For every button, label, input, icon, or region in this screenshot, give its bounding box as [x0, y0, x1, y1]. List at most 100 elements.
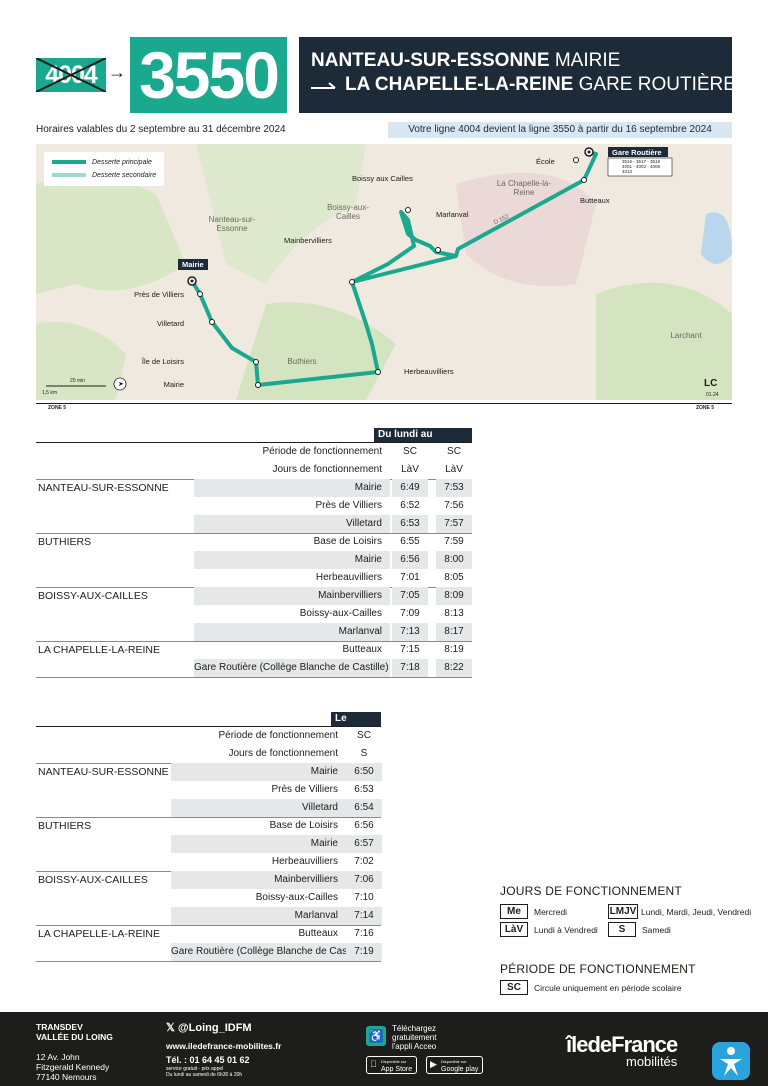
footer: TRANSDEV VALLÉE DU LOING 12 Av. John Fit… — [0, 1012, 768, 1086]
place-buthiers: Buthiers — [287, 357, 316, 366]
group-rule — [36, 925, 381, 926]
destination: LA CHAPELLE-LA-REINE GARE ROUTIÈRE — [311, 73, 736, 97]
bottom-rule — [36, 677, 472, 678]
departure-time: 6:52 — [400, 500, 420, 511]
stop-name: Base de Loisirs — [313, 536, 382, 547]
legend-me: Me Mercredi — [500, 904, 568, 920]
map-canvas: Desserte principale Desserte secondaire … — [36, 144, 732, 400]
departure-time: 7:15 — [400, 644, 420, 655]
code-sc: SC — [500, 980, 528, 996]
line-change-notice: Votre ligne 4004 devient la ligne 3550 à… — [388, 122, 732, 138]
stop-name: Gare Routière (Collège Blanche de Castil… — [194, 659, 390, 677]
brand-name: îledeFrance — [566, 1032, 678, 1057]
appstore-small: Disponible sur — [381, 1059, 407, 1064]
website-link[interactable]: www.iledefrance-mobilites.fr — [166, 1041, 282, 1051]
phone[interactable]: Tél. : 01 64 45 01 62 — [166, 1055, 250, 1065]
legend-secondary-label: Desserte secondaire — [92, 172, 156, 179]
stop-name: Butteaux — [342, 644, 382, 655]
destination-stop: GARE ROUTIÈRE — [578, 74, 736, 95]
route-title: NANTEAU-SUR-ESSONNE MAIRIE LA CHAPELLE-L… — [299, 37, 736, 113]
place-boissy-2: Cailles — [336, 212, 360, 221]
departure-time: 7:13 — [392, 623, 428, 641]
zone-left: ZONE 5 — [48, 405, 67, 411]
label-lav: Lundi à Vendredi — [534, 924, 598, 935]
gplay-label: Google play — [441, 1066, 479, 1073]
stop-label-gare-routiere: Gare Routière — [612, 148, 662, 157]
departure-time: 7:10 — [354, 892, 374, 903]
town-name: LA CHAPELLE-LA-REINE — [38, 928, 160, 940]
departure-time: 7:06 — [346, 871, 382, 889]
departure-time: 8:05 — [444, 572, 464, 583]
operator-name-1: TRANSDEV — [36, 1022, 83, 1032]
departure-time: 7:19 — [346, 943, 382, 961]
stop-name: Base de Loisirs — [269, 820, 338, 831]
code-s: S — [608, 922, 636, 938]
code-me: Me — [500, 904, 528, 920]
departure-time: 7:57 — [436, 515, 472, 533]
departure-time: 7:53 — [436, 479, 472, 497]
appstore-label: App Store — [381, 1066, 413, 1073]
app-store-badge[interactable]:  Disponible sur App Store — [366, 1056, 418, 1074]
period-legend-title: PÉRIODE DE FONCTIONNEMENT — [500, 962, 696, 976]
departure-time: 7:01 — [400, 572, 420, 583]
departure-time: 7:09 — [400, 608, 420, 619]
days-header-row-label: Jours de fonctionnement — [272, 464, 382, 475]
departure-time: 8:00 — [436, 551, 472, 569]
stop-label-ile-loisirs: Île de Loisirs — [141, 357, 184, 366]
connections-2: 4001 - 4003 - 4008 — [622, 164, 661, 169]
stop-name: Villetard — [194, 515, 390, 533]
crossed-out-icon — [36, 58, 106, 92]
operator-block: TRANSDEV VALLÉE DU LOING 12 Av. John Fit… — [36, 1022, 113, 1082]
stop-name: Gare Routière (Collège Blanche de Castil… — [171, 943, 366, 961]
days-legend-title: JOURS DE FONCTIONNEMENT — [500, 884, 682, 898]
departure-time: 7:18 — [392, 659, 428, 677]
direction-arrow-icon — [311, 82, 336, 89]
phone-note-1: service gratuit - prix appel — [166, 1066, 224, 1072]
operator-name-2: VALLÉE DU LOING — [36, 1032, 113, 1042]
town-name: BOISSY-AUX-CAILLES — [38, 874, 148, 886]
departure-time: 6:53 — [354, 784, 374, 795]
label-sc: Circule uniquement en période scolaire — [534, 982, 682, 993]
address-3: 77140 Nemours — [36, 1072, 97, 1082]
table-row: Gare Routière (Collège Blanche de Castil… — [36, 659, 472, 677]
x-handle[interactable]: 𝕏 @Loing_IDFM — [166, 1022, 252, 1034]
group-rule — [36, 641, 472, 642]
destination-town: LA CHAPELLE-LA-REINE — [345, 74, 574, 95]
weekday-timetable: Du lundi au vendredi Période de fonction… — [36, 428, 472, 684]
town-name: BUTHIERS — [38, 536, 92, 548]
place-boissy-1: Boissy-aux- — [327, 203, 369, 212]
days-header-row-value: LàV — [401, 464, 419, 475]
stop-label-mairie-nanteau: Mairie — [182, 260, 204, 269]
stop-label-butteaux: Butteaux — [580, 196, 610, 205]
stop-name: Mairie — [194, 479, 390, 497]
stop-name: Marlanval — [194, 623, 390, 641]
place-nanteau-2: Essonne — [216, 224, 248, 233]
stop-name: Boissy-aux-Cailles — [299, 608, 382, 619]
stop-name: Mainbervilliers — [194, 587, 390, 605]
town-name: BOISSY-AUX-CAILLES — [38, 590, 148, 602]
label-me: Mercredi — [534, 906, 568, 917]
google-play-badge[interactable]: ▶ Disponible sur Google play — [426, 1056, 484, 1074]
stop-label-ecole: École — [536, 157, 555, 166]
stop-name: Mainbervilliers — [171, 871, 346, 889]
departure-time: 6:53 — [392, 515, 428, 533]
departure-time: 6:56 — [392, 551, 428, 569]
brand-sub: mobilités — [625, 1054, 678, 1069]
departure-time: 6:54 — [346, 799, 382, 817]
period-header-row-value: SC — [357, 730, 371, 741]
departure-time: 6:55 — [400, 536, 420, 547]
map-date: 01.24 — [706, 392, 719, 398]
